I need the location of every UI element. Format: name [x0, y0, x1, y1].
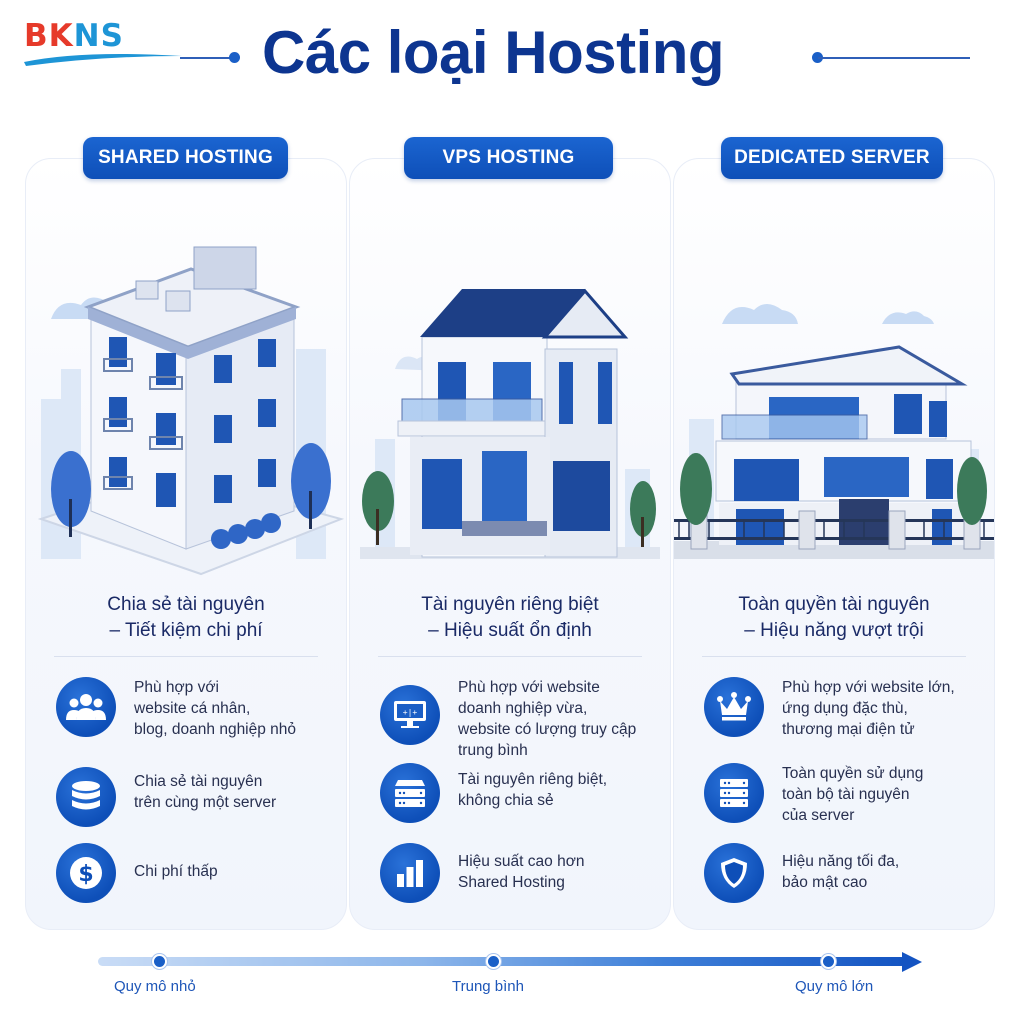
dollar-icon: $ [56, 843, 116, 903]
scale-progress-bar [98, 952, 926, 972]
badge-dedicated-server: DEDICATED SERVER [721, 137, 943, 179]
luxury-villa-illustration [674, 304, 994, 559]
apartment-building-illustration [37, 246, 345, 576]
logo-swoosh-icon [24, 54, 182, 66]
shield-icon [704, 843, 764, 903]
scale-label-medium: Trung bình [452, 978, 524, 995]
tagline: Chia sẻ tài nguyên – Tiết kiệm chi phí [107, 594, 265, 641]
scale-marker-large [821, 954, 836, 969]
arrow-right-icon [902, 952, 922, 972]
scale-label-small: Quy mô nhỏ [114, 978, 196, 995]
logo-text-ns: NS [73, 18, 124, 54]
feature-item: Toàn quyền sử dụng toàn bộ tài nguyên củ… [704, 763, 984, 826]
page-title: Các loại Hosting [262, 19, 725, 86]
logo-text-bk: BK [24, 18, 74, 54]
feature-item: +|+ Phù hợp với website doanh nghiệp vừa… [380, 677, 660, 761]
server-icon [704, 763, 764, 823]
monitor-icon: +|+ [380, 685, 440, 745]
server-icon [380, 763, 440, 823]
crown-icon [704, 677, 764, 737]
divider [54, 656, 318, 657]
title-decor-dot-left [229, 52, 240, 63]
title-decor-line-right [818, 57, 970, 59]
svg-text:$: $ [78, 862, 93, 887]
card-shared-hosting: Chia sẻ tài nguyên – Tiết kiệm chi phí P… [25, 158, 347, 930]
badge-vps-hosting: VPS HOSTING [404, 137, 613, 179]
title-decor-line-left [180, 57, 235, 59]
tagline: Toàn quyền tài nguyên – Hiệu năng vượt t… [738, 594, 930, 641]
scale-marker-small [152, 954, 167, 969]
users-icon [56, 677, 116, 737]
tagline: Tài nguyên riêng biệt – Hiệu suất ổn địn… [421, 594, 599, 641]
scale-track [98, 957, 906, 966]
header: BKNS Các loại Hosting [0, 0, 1024, 110]
feature-item: Hiệu năng tối đa, bảo mật cao [704, 843, 984, 903]
badge-shared-hosting: SHARED HOSTING [83, 137, 288, 179]
two-story-house-illustration [360, 288, 660, 559]
feature-item: Tài nguyên riêng biệt, không chia sẻ [380, 763, 660, 823]
feature-item: Phù hợp với website lớn, ứng dụng đặc th… [704, 677, 984, 740]
bar-chart-icon [380, 843, 440, 903]
database-icon [56, 767, 116, 827]
feature-item: Chia sẻ tài nguyên trên cùng một server [56, 767, 336, 827]
card-vps-hosting: Tài nguyên riêng biệt – Hiệu suất ổn địn… [349, 158, 671, 930]
svg-text:+|+: +|+ [403, 708, 418, 717]
bkns-logo[interactable]: BKNS [22, 18, 182, 68]
card-dedicated-server: Toàn quyền tài nguyên – Hiệu năng vượt t… [673, 158, 995, 930]
scale-marker-medium [486, 954, 501, 969]
title-decor-dot-right [812, 52, 823, 63]
divider [702, 656, 966, 657]
feature-item: Hiệu suất cao hơn Shared Hosting [380, 843, 660, 903]
scale-label-large: Quy mô lớn [795, 978, 874, 995]
divider [378, 656, 642, 657]
feature-item: $ Chi phí thấp [56, 843, 336, 903]
feature-item: Phù hợp với website cá nhân, blog, doanh… [56, 677, 336, 740]
